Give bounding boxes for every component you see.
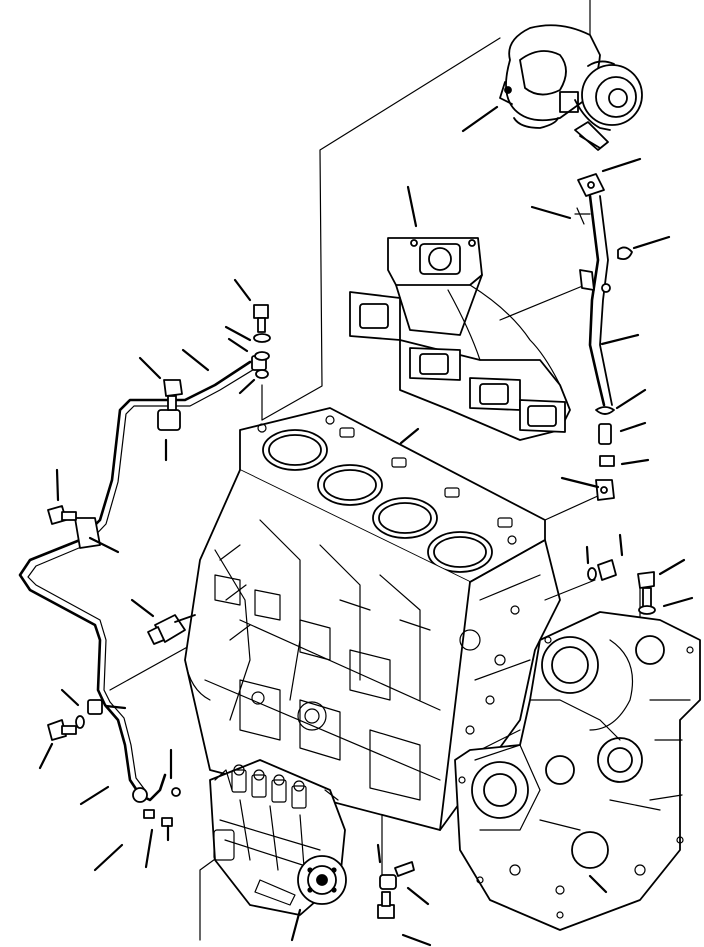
leader-pump-bolt (144, 828, 154, 869)
leader-bolt-right-3 (658, 558, 686, 576)
leader-bolt-top (233, 278, 252, 302)
leader-hose (615, 388, 647, 410)
leader-bolt-left (55, 468, 60, 502)
leader-pipe-upper (181, 348, 210, 372)
fuel-injection-pump (209, 759, 347, 916)
leader-injection-pump (290, 908, 302, 942)
cylinder-block (184, 407, 561, 831)
leader-bolt-lower (38, 742, 54, 770)
leader-turbo-gasket (601, 157, 642, 173)
leader-connector (560, 476, 600, 489)
leader-clamp (619, 421, 647, 433)
leader-washer-1 (224, 325, 252, 342)
leader-return-pipe (600, 333, 640, 346)
leader-pipe-clamp (632, 235, 671, 250)
leader-pump-gasket (93, 843, 124, 872)
leader-banjo-lower (104, 704, 127, 710)
leader-pressure-switch (130, 598, 155, 618)
bolts-and-washers (47, 304, 656, 919)
oil-pressure-switch (147, 614, 196, 645)
leader-bolt-right-1 (585, 545, 590, 565)
leader-washer-right (662, 596, 694, 608)
leader-turbocharger (461, 105, 499, 133)
turbocharger (499, 24, 643, 151)
exhaust-manifold (349, 237, 571, 441)
leader-dowel (376, 843, 382, 864)
leader-exhaust-manifold (406, 185, 418, 228)
leader-banjo-bolt (138, 356, 162, 380)
leader-turbo-oil-bolt (530, 205, 572, 220)
leader-pipe-bracket (88, 536, 120, 554)
leader-gear-case (588, 874, 608, 894)
turbo-oil-pipe (574, 173, 633, 501)
leader-clip (620, 458, 650, 466)
leader-lines (38, 105, 694, 947)
leader-washer-3 (238, 378, 256, 395)
gear-case (454, 611, 701, 931)
leader-pin (406, 886, 430, 906)
leader-washer-2 (227, 337, 249, 353)
leader-bottom-bolt (401, 933, 432, 947)
leader-bolt-right-2 (618, 533, 624, 557)
leader-pipe-lower (79, 785, 110, 806)
leader-washer-lower (60, 688, 80, 707)
leader-cylinder-block (399, 427, 420, 445)
